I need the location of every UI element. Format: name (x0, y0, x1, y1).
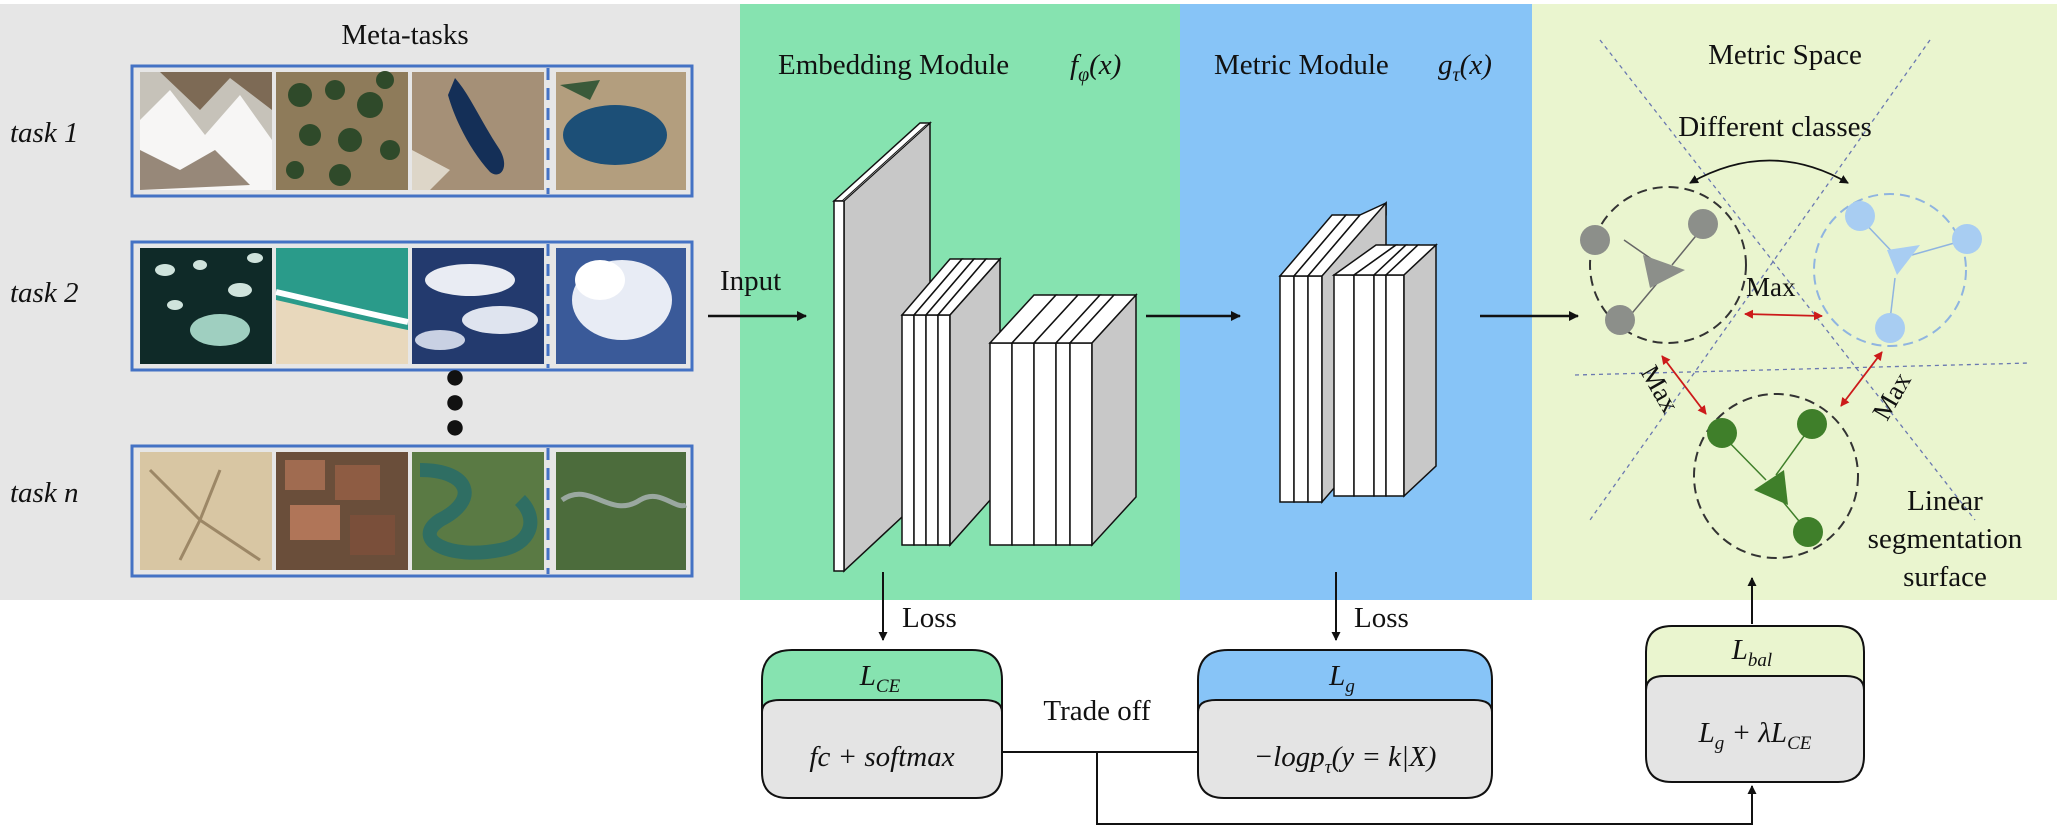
surface-label-line3: surface (1903, 561, 1987, 593)
g-loss-title-sub: g (1345, 676, 1355, 697)
gray-sample-node (1688, 209, 1718, 239)
ce-loss-formula: fc + softmax (809, 741, 954, 773)
satellite-image-river (412, 452, 544, 570)
green-sample-node (1707, 418, 1737, 448)
max-label-center: Max (1746, 272, 1796, 302)
satellite-image-clouds (412, 248, 544, 364)
segmentation-lines (1574, 39, 2031, 521)
bal-loss-title-main: L (1731, 634, 1748, 666)
satellite-image-lake-long (412, 72, 544, 190)
embedding-loss-label: Loss (902, 602, 957, 634)
task-frame (130, 240, 694, 372)
task-row: task n (10, 444, 694, 578)
metric-layers (1278, 201, 1438, 505)
task-frame (130, 64, 694, 198)
metric-space-panel (1532, 4, 2057, 600)
embedding-function: fφ(x) (1070, 49, 1121, 86)
different-classes-arrow (1689, 159, 1849, 184)
ce-loss-title: LCE (859, 660, 901, 697)
satellite-image-beach (275, 248, 409, 364)
max-arrow-center (1744, 309, 1823, 321)
task-frame (130, 444, 694, 578)
meta-tasks-title: Meta-tasks (341, 19, 468, 51)
conv-layer (840, 124, 930, 202)
bal-formula-a-sub: g (1715, 733, 1725, 754)
task-ellipsis-dot: ● (444, 406, 466, 446)
satellite-image-snow-mountain (140, 72, 272, 190)
bal-loss-title-sub: bal (1748, 650, 1772, 671)
satellite-image-lake-query (556, 72, 686, 190)
embedding-module-title: Embedding Module (778, 49, 1009, 81)
g-loss-formula: −logpτ(y = k|X) (1254, 741, 1437, 778)
green-sample-node (1793, 517, 1823, 547)
task-row: task 2 (10, 240, 694, 372)
different-classes-label: Different classes (1678, 111, 1872, 143)
surface-label-line1: Linear (1907, 485, 1983, 517)
gray-sample-node (1580, 225, 1610, 255)
task-label: task n (10, 477, 78, 509)
task-ellipsis-dot: ● (444, 356, 466, 396)
task-row: task 1 (10, 64, 694, 198)
trade-off-connector (1002, 751, 1752, 825)
g-loss-box: Lg −logpτ(y = k|X) (1197, 649, 1493, 799)
satellite-image-river-query (556, 452, 688, 570)
green-prototype-triangle (1754, 470, 1788, 505)
task-label: task 1 (10, 117, 78, 149)
g-loss-formula-b: (y = k|X) (1332, 741, 1437, 773)
embedding-function-arg: (x) (1089, 49, 1121, 81)
embedding-layers (832, 121, 1138, 573)
bal-loss-title: Lbal (1731, 634, 1772, 671)
satellite-image-cloud-storm (556, 248, 686, 364)
gray-sample-node (1605, 305, 1635, 335)
ce-loss-box: LCE fc + softmax (761, 649, 1003, 799)
blue-sample-node (1875, 313, 1905, 343)
bal-loss-formula: Lg + λLCE (1698, 717, 1812, 754)
metric-function-main: g (1438, 49, 1453, 81)
blue-prototype-triangle (1887, 245, 1920, 275)
conv-block-medium (900, 257, 1002, 547)
gray-prototype-triangle (1643, 255, 1685, 288)
metric-space-title: Metric Space (1708, 39, 1862, 71)
conv-block-small (988, 293, 1138, 547)
input-label: Input (720, 265, 781, 297)
satellite-image-trees (276, 71, 408, 190)
metric-module-title: Metric Module (1214, 49, 1389, 81)
bal-loss-box: Lbal Lg + λLCE (1645, 625, 1865, 783)
metric-function: gτ(x) (1438, 49, 1492, 86)
blue-sample-node (1845, 201, 1875, 231)
green-sample-node (1797, 409, 1827, 439)
bal-formula-b-sub: CE (1787, 733, 1812, 754)
embedding-function-sub: φ (1078, 64, 1089, 86)
bal-formula-a: L (1698, 717, 1715, 749)
bal-formula-b: + λL (1724, 717, 1787, 749)
max-arrow-left (1661, 355, 1707, 415)
blue-class-cluster (1813, 193, 1982, 347)
satellite-image-buildings (276, 452, 408, 570)
g-loss-formula-a: −logp (1254, 741, 1325, 773)
metric-loss-label: Loss (1354, 602, 1409, 634)
green-class-cluster (1693, 393, 1859, 559)
ce-loss-title-main: L (859, 660, 876, 692)
satellite-image-desert (140, 452, 272, 570)
metric-function-arg: (x) (1460, 49, 1492, 81)
ce-loss-title-sub: CE (876, 676, 901, 697)
gray-class-cluster (1580, 186, 1747, 344)
g-loss-title-main: L (1328, 660, 1345, 692)
trade-off-label: Trade off (1043, 695, 1150, 727)
g-loss-formula-sub: τ (1325, 757, 1333, 778)
task-ellipsis-dot: ● (444, 381, 466, 421)
satellite-image-sea-ice (140, 248, 272, 364)
metric-function-sub: τ (1453, 64, 1461, 86)
task-label: task 2 (10, 277, 78, 309)
blue-sample-node (1952, 224, 1982, 254)
surface-label-line2: segmentation (1868, 523, 2023, 555)
g-loss-title: Lg (1328, 660, 1355, 697)
max-arrow-right (1840, 351, 1883, 407)
